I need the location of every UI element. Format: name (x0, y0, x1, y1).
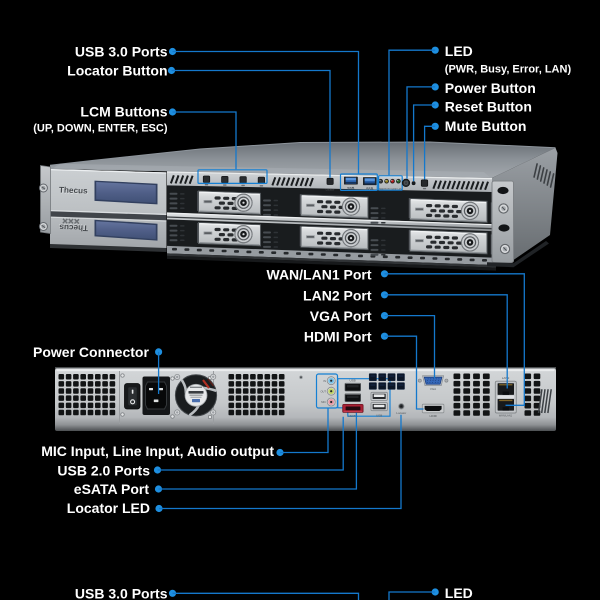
svg-text:VGA: VGA (430, 387, 436, 391)
svg-text:SS⇅: SS⇅ (366, 187, 374, 191)
svg-text:LAN2: LAN2 (502, 376, 510, 380)
svg-text:LED: LED (445, 43, 473, 59)
svg-text:PWR BUSY ERR LAN: PWR BUSY ERR LAN (378, 188, 402, 191)
svg-text:USB: USB (350, 379, 356, 383)
svg-text:MIC: MIC (321, 400, 326, 404)
svg-text:HDMI: HDMI (429, 414, 437, 418)
svg-text:Power Button: Power Button (445, 80, 536, 96)
svg-text:Thecus: Thecus (58, 222, 87, 232)
svg-text:USB: USB (376, 413, 382, 417)
svg-text:Thecus: Thecus (59, 185, 88, 195)
svg-text:IN: IN (323, 379, 326, 383)
svg-text:Power Connector: Power Connector (33, 344, 149, 360)
svg-text:Reset Button: Reset Button (445, 99, 532, 115)
svg-text:✕✕✕: ✕✕✕ (62, 217, 80, 227)
svg-text:eSATA Port: eSATA Port (74, 481, 150, 497)
svg-text:USB 3.0 Ports: USB 3.0 Ports (75, 44, 168, 60)
svg-text:USB 2.0 Ports: USB 2.0 Ports (57, 463, 150, 479)
svg-text:MIC Input, Line Input, Audio o: MIC Input, Line Input, Audio output (41, 443, 274, 459)
svg-text:Locator LED: Locator LED (67, 500, 150, 516)
svg-text:WAN/LAN1: WAN/LAN1 (499, 414, 513, 418)
svg-text:Locator: Locator (326, 187, 335, 191)
svg-text:HDMI Port: HDMI Port (304, 329, 372, 345)
svg-text:(PWR, Busy, Error, LAN): (PWR, Busy, Error, LAN) (445, 64, 572, 76)
svg-text:VGA Port: VGA Port (310, 308, 372, 324)
svg-text:LCM Buttons: LCM Buttons (80, 104, 167, 120)
svg-text:WAN/LAN1 Port: WAN/LAN1 Port (267, 267, 372, 283)
svg-text:USB 3.0 Ports: USB 3.0 Ports (75, 585, 168, 600)
svg-text:LAN2 Port: LAN2 Port (303, 288, 372, 304)
svg-text:Locator Button: Locator Button (67, 63, 167, 79)
svg-text:Locator: Locator (396, 411, 406, 415)
svg-text:OUT: OUT (321, 389, 327, 393)
svg-text:Mute Button: Mute Button (445, 118, 527, 134)
svg-text:(UP, DOWN, ENTER, ESC): (UP, DOWN, ENTER, ESC) (33, 123, 168, 135)
svg-text:SS⇅: SS⇅ (347, 186, 355, 190)
svg-text:eSATA: eSATA (348, 414, 357, 418)
svg-text:Thecus: Thecus (59, 186, 88, 196)
svg-text:LED: LED (445, 585, 473, 600)
svg-text:Thecus: Thecus (59, 222, 88, 232)
